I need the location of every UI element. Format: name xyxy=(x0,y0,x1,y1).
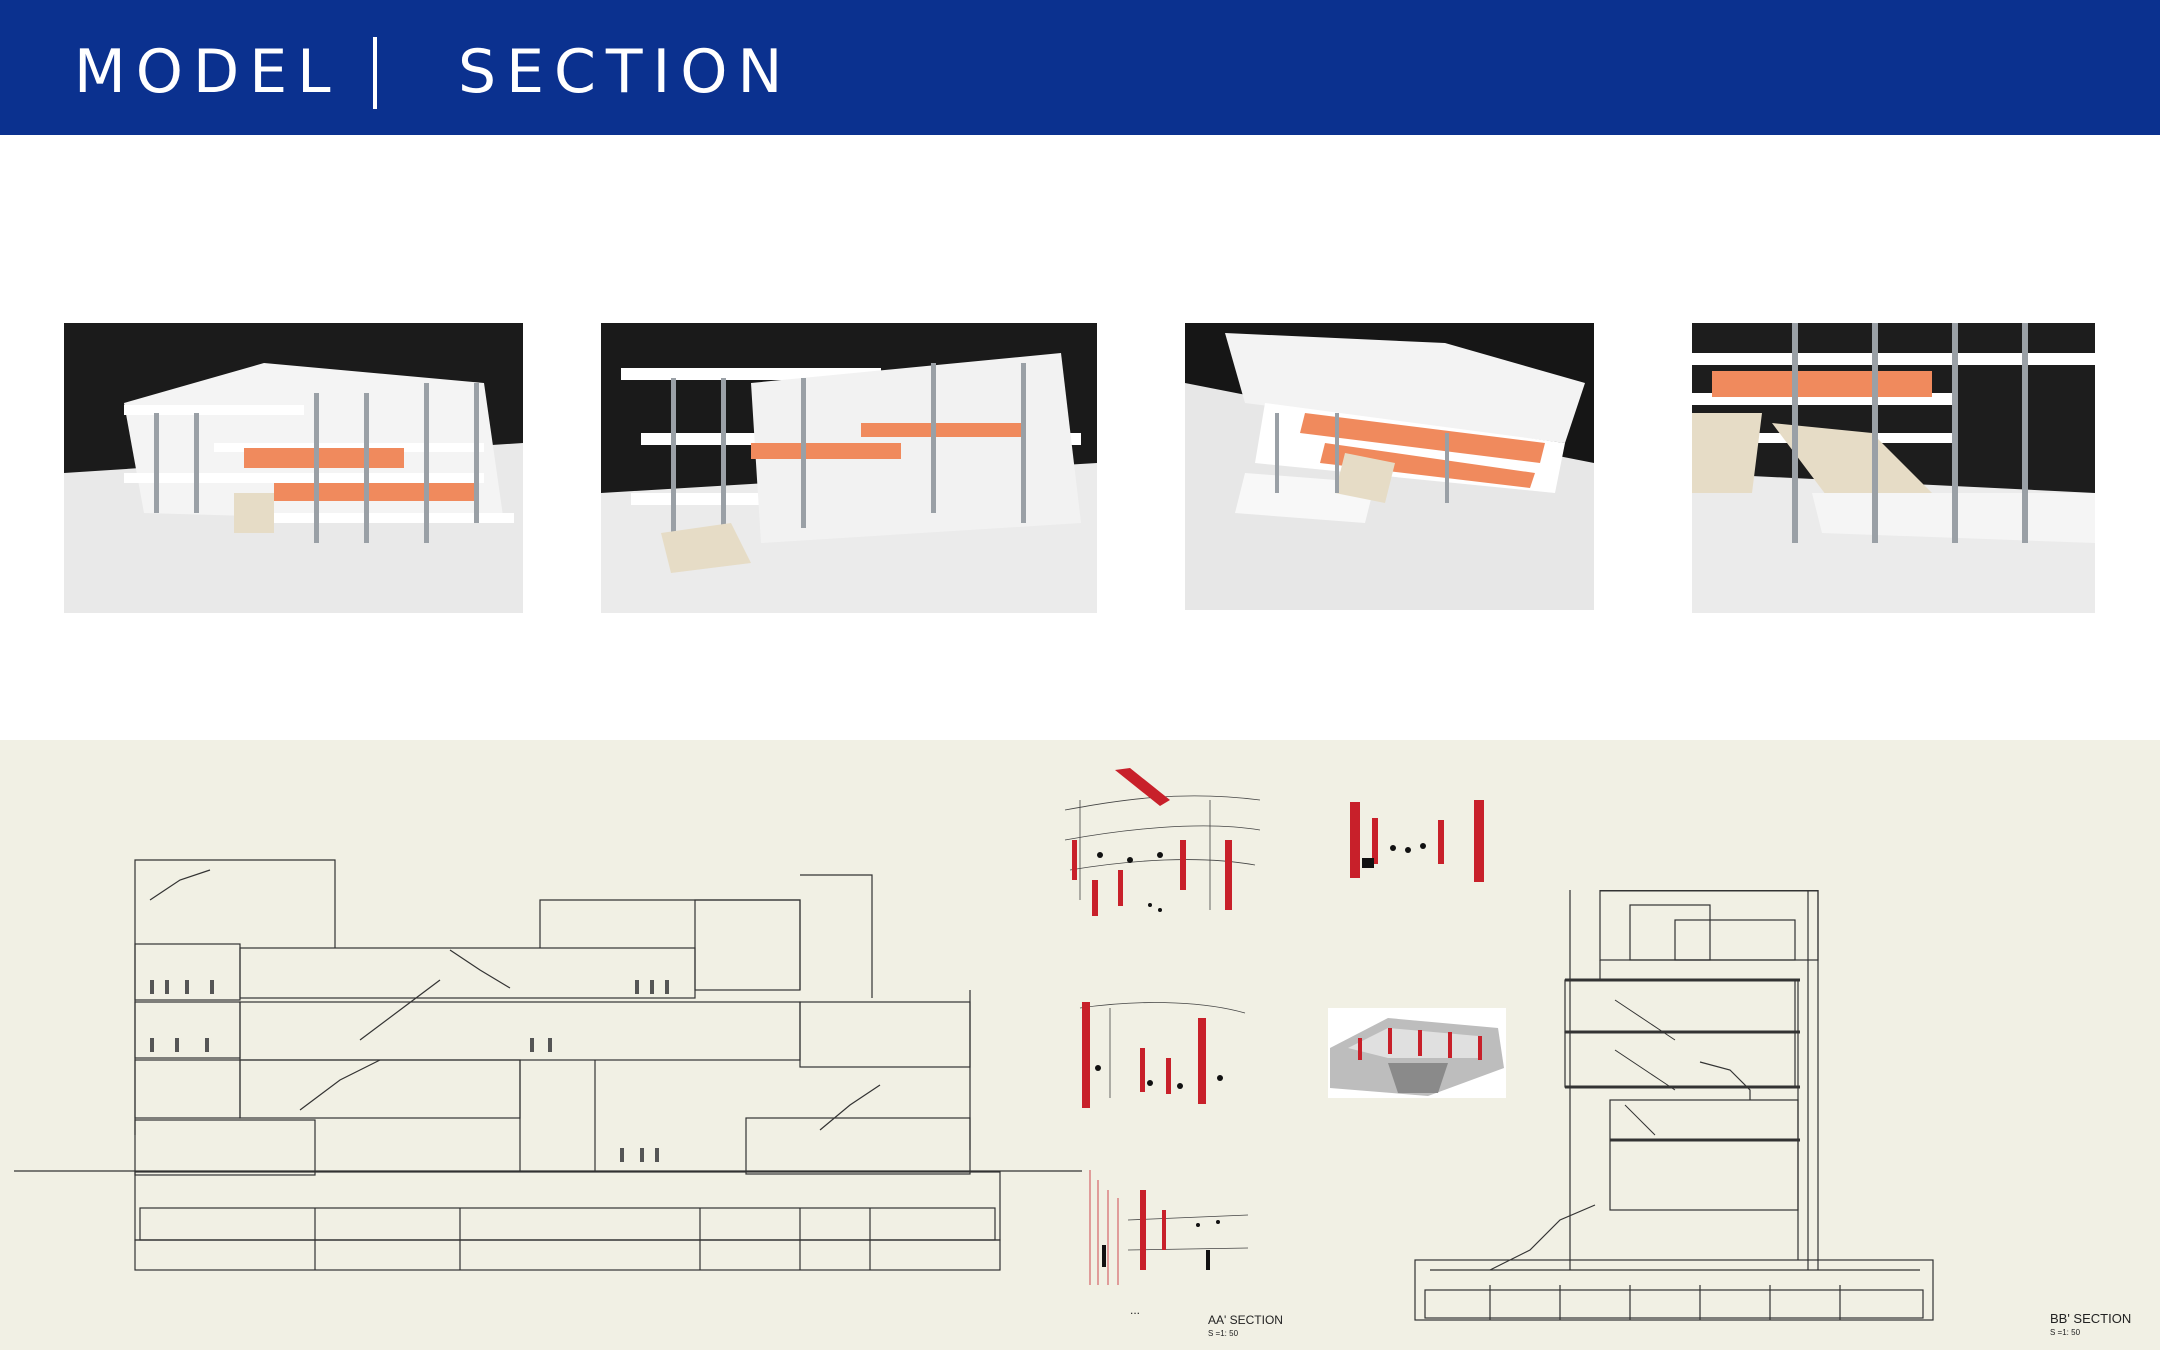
aa-section-scale: S =1: 50 xyxy=(1208,1329,1239,1338)
aa-section-drawing xyxy=(14,859,1082,1271)
aa-section-caption: AA' SECTION S =1: 50 xyxy=(1208,1313,1283,1338)
section-title: SECTION xyxy=(458,37,793,107)
bb-section-drawing xyxy=(1414,890,1934,1321)
isometric-sketch xyxy=(1328,1008,1506,1098)
ellipsis-mark: ... xyxy=(1130,1303,1141,1317)
header-bar: MODEL SECTION xyxy=(0,0,2160,135)
bb-section-label: BB' SECTION xyxy=(2050,1311,2132,1326)
perspective-sketch-1 xyxy=(1064,768,1260,916)
perspective-sketch-3 xyxy=(1079,1002,1246,1108)
perspective-sketch-4 xyxy=(1089,1170,1248,1285)
section-drawings-panel: ... AA' SECTION S =1: 50 BB' SECTION S =… xyxy=(0,740,2160,1350)
perspective-sketch-2 xyxy=(1350,800,1484,882)
bb-section-caption: BB' SECTION S =1: 50 xyxy=(2050,1311,2131,1337)
model-photo-front xyxy=(64,323,523,613)
aa-section-label: AA' SECTION xyxy=(1208,1313,1283,1327)
model-photo-side xyxy=(601,323,1097,613)
model-title: MODEL xyxy=(74,37,341,107)
model-photo-detail xyxy=(1692,323,2095,613)
bb-section-scale: S =1: 50 xyxy=(2050,1328,2081,1337)
model-photo-aerial xyxy=(1185,323,1594,610)
title-divider xyxy=(373,37,377,109)
